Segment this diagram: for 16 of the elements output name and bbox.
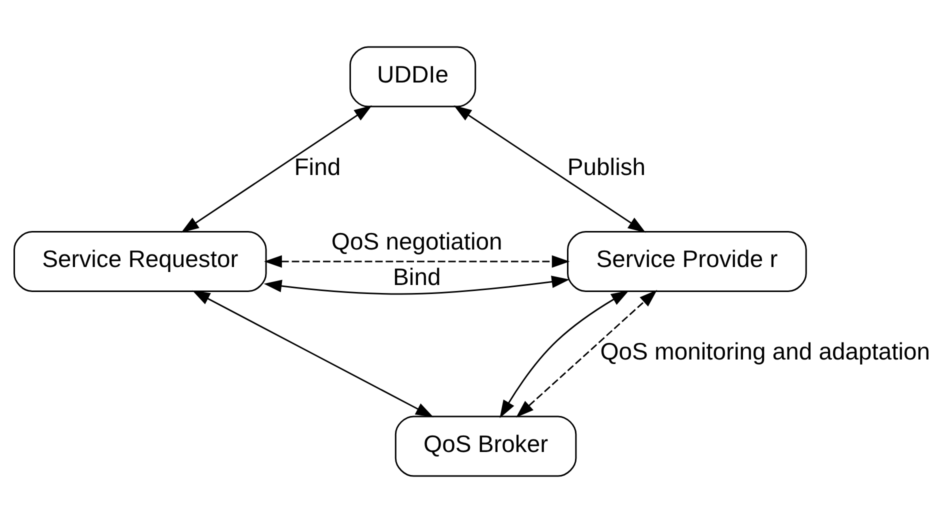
node-box: UDDIe xyxy=(349,46,476,107)
node-box: Service Requestor xyxy=(14,230,267,292)
edge-label: Find xyxy=(294,153,341,180)
arrow xyxy=(516,289,658,417)
arrow xyxy=(264,254,570,268)
edge-label: QoS negotiation xyxy=(331,228,502,255)
arrow xyxy=(454,104,646,232)
arrow xyxy=(192,290,434,417)
edge-label: Bind xyxy=(393,264,441,291)
arrow xyxy=(264,275,570,294)
node-box: Service Provide r xyxy=(567,230,807,292)
node-box: QoS Broker xyxy=(394,415,577,476)
arrow xyxy=(500,290,630,418)
edge-label: Publish xyxy=(567,153,646,180)
edge-label: QoS monitoring and adaptation xyxy=(600,338,930,366)
arrow xyxy=(181,104,372,232)
